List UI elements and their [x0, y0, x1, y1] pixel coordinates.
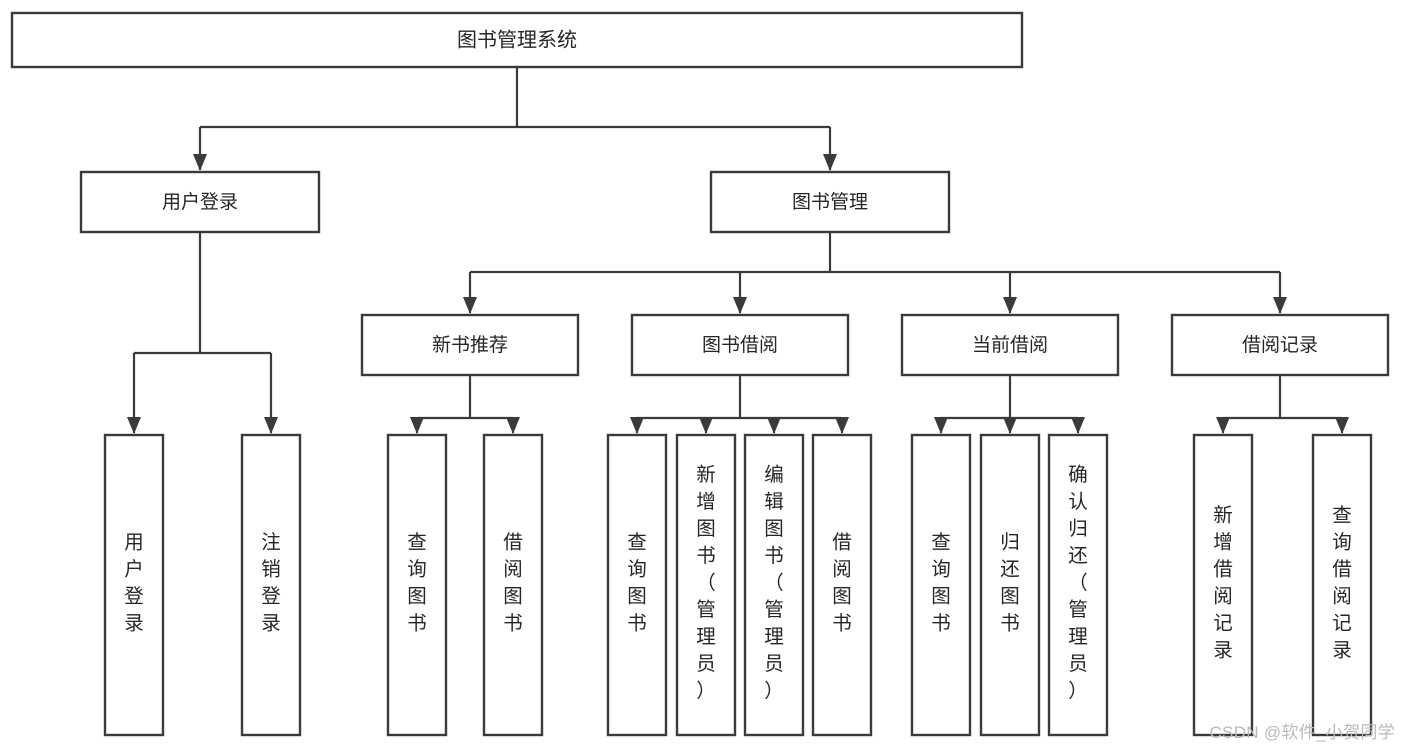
- node-box-user-login[interactable]: [79, 170, 321, 234]
- arrow-head-icon: [193, 154, 207, 171]
- arrow-head-icon: [699, 417, 713, 434]
- node-label-book-borrow: 图书借阅: [702, 334, 778, 356]
- node-leaf-edit-book[interactable]: 编辑图书（管理员）: [743, 433, 805, 737]
- node-label-leaf-add-record: 新增借阅记录: [1213, 505, 1233, 662]
- arrow-head-icon: [630, 417, 644, 434]
- node-label-root: 图书管理系统: [457, 28, 577, 51]
- node-box-leaf-borrow-book-b[interactable]: [811, 433, 873, 737]
- node-box-leaf-query-book-a[interactable]: [386, 433, 448, 737]
- node-label-leaf-borrow-book-b: 借阅图书: [832, 532, 852, 635]
- node-label-book-manage: 图书管理: [792, 191, 868, 213]
- node-box-new-book-rec[interactable]: [360, 313, 580, 377]
- node-leaf-query-book-b[interactable]: 查询图书: [606, 433, 668, 737]
- node-box-leaf-logout[interactable]: [240, 433, 302, 737]
- arrow-head-icon: [506, 417, 520, 434]
- node-box-book-borrow[interactable]: [630, 313, 850, 377]
- node-label-leaf-user-login: 用户登录: [124, 532, 144, 635]
- node-leaf-borrow-book-a[interactable]: 借阅图书: [482, 433, 544, 737]
- node-label-leaf-query-book-c: 查询图书: [931, 532, 951, 635]
- node-layer: 图书管理系统用户登录图书管理新书推荐图书借阅当前借阅借阅记录用户登录注销登录查询…: [10, 11, 1390, 737]
- arrow-head-icon: [733, 297, 747, 314]
- node-box-leaf-confirm-return[interactable]: [1047, 433, 1109, 737]
- node-label-leaf-logout: 注销登录: [261, 532, 281, 635]
- arrow-head-icon: [1071, 417, 1085, 434]
- node-leaf-logout[interactable]: 注销登录: [240, 433, 302, 737]
- node-box-root[interactable]: [10, 11, 1024, 69]
- arrow-head-icon: [463, 297, 477, 314]
- arrow-head-icon: [1273, 297, 1287, 314]
- node-book-borrow[interactable]: 图书借阅: [630, 313, 850, 377]
- node-box-leaf-return-book[interactable]: [979, 433, 1041, 737]
- arrow-head-icon: [835, 417, 849, 434]
- node-box-leaf-query-record[interactable]: [1311, 433, 1373, 737]
- node-label-current-borrow: 当前借阅: [972, 334, 1048, 356]
- watermark-text: CSDN @软件_小贺同学: [1209, 723, 1395, 742]
- node-box-leaf-edit-book[interactable]: [743, 433, 805, 737]
- node-current-borrow[interactable]: 当前借阅: [900, 313, 1120, 377]
- node-box-leaf-query-book-c[interactable]: [910, 433, 972, 737]
- arrow-head-icon: [934, 417, 948, 434]
- node-box-leaf-user-login[interactable]: [103, 433, 165, 737]
- node-book-manage[interactable]: 图书管理: [709, 170, 951, 234]
- node-label-leaf-add-book: 新增图书（管理员）: [696, 464, 716, 702]
- node-root[interactable]: 图书管理系统: [10, 11, 1024, 69]
- node-leaf-add-book[interactable]: 新增图书（管理员）: [675, 433, 737, 737]
- node-box-current-borrow[interactable]: [900, 313, 1120, 377]
- node-box-leaf-borrow-book-a[interactable]: [482, 433, 544, 737]
- node-label-user-login: 用户登录: [162, 191, 238, 213]
- node-leaf-return-book[interactable]: 归还图书: [979, 433, 1041, 737]
- arrow-head-icon: [127, 417, 141, 434]
- arrow-head-icon: [1216, 417, 1230, 434]
- node-box-book-manage[interactable]: [709, 170, 951, 234]
- node-box-leaf-query-book-b[interactable]: [606, 433, 668, 737]
- node-leaf-user-login[interactable]: 用户登录: [103, 433, 165, 737]
- node-leaf-query-record[interactable]: 查询借阅记录: [1311, 433, 1373, 737]
- connector-layer: [127, 67, 1349, 434]
- node-label-leaf-return-book: 归还图书: [1000, 532, 1020, 635]
- arrow-head-icon: [1335, 417, 1349, 434]
- node-box-borrow-record[interactable]: [1170, 313, 1390, 377]
- node-leaf-borrow-book-b[interactable]: 借阅图书: [811, 433, 873, 737]
- node-box-leaf-add-record[interactable]: [1192, 433, 1254, 737]
- node-new-book-rec[interactable]: 新书推荐: [360, 313, 580, 377]
- node-borrow-record[interactable]: 借阅记录: [1170, 313, 1390, 377]
- node-leaf-add-record[interactable]: 新增借阅记录: [1192, 433, 1254, 737]
- arrow-head-icon: [264, 417, 278, 434]
- arrow-head-icon: [1003, 417, 1017, 434]
- arrow-head-icon: [410, 417, 424, 434]
- node-leaf-query-book-a[interactable]: 查询图书: [386, 433, 448, 737]
- arrow-head-icon: [1003, 297, 1017, 314]
- node-label-leaf-query-book-b: 查询图书: [627, 532, 647, 635]
- node-label-leaf-confirm-return: 确认归还（管理员）: [1068, 464, 1088, 702]
- node-leaf-query-book-c[interactable]: 查询图书: [910, 433, 972, 737]
- node-label-borrow-record: 借阅记录: [1242, 334, 1318, 356]
- node-box-leaf-add-book[interactable]: [675, 433, 737, 737]
- node-label-leaf-query-record: 查询借阅记录: [1332, 505, 1352, 662]
- node-label-leaf-query-book-a: 查询图书: [407, 532, 427, 635]
- node-label-leaf-borrow-book-a: 借阅图书: [503, 532, 523, 635]
- node-leaf-confirm-return[interactable]: 确认归还（管理员）: [1047, 433, 1109, 737]
- arrow-head-icon: [823, 154, 837, 171]
- arrow-head-icon: [767, 417, 781, 434]
- node-user-login[interactable]: 用户登录: [79, 170, 321, 234]
- node-label-leaf-edit-book: 编辑图书（管理员）: [764, 464, 784, 702]
- node-label-new-book-rec: 新书推荐: [432, 334, 508, 356]
